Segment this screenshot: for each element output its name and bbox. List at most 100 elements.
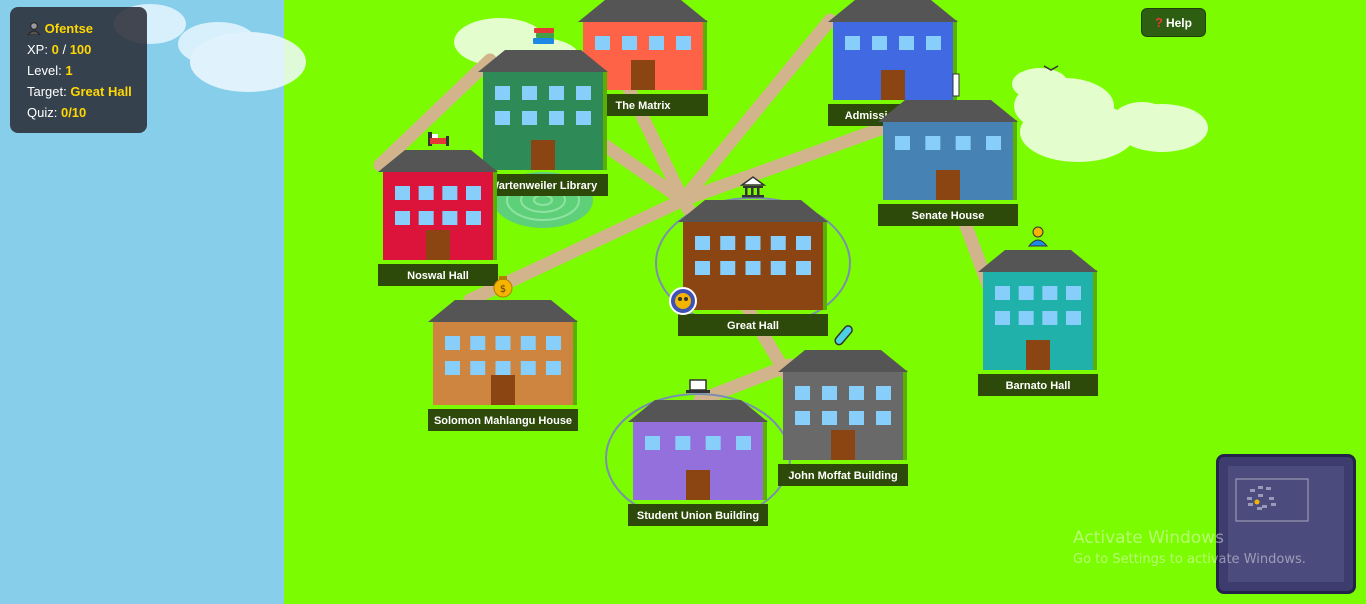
building-window xyxy=(925,136,941,150)
building-window xyxy=(495,361,511,375)
building-senate-house[interactable]: Senate House xyxy=(878,100,1018,226)
building-solomon-mahlangu-house[interactable]: Solomon Mahlangu House xyxy=(428,300,578,431)
document-icon xyxy=(952,73,960,97)
building-window xyxy=(876,411,891,425)
building-window xyxy=(1066,311,1081,325)
building-roof xyxy=(828,0,958,22)
building-label-bg xyxy=(778,464,908,486)
question-mark-icon: ? xyxy=(1155,15,1163,30)
level-row: Level: 1 xyxy=(27,60,147,81)
minimap-player-dot xyxy=(1254,499,1260,505)
building-window xyxy=(822,386,837,400)
player-avatar-icon[interactable] xyxy=(669,287,697,315)
building-door xyxy=(426,230,450,260)
building-label: Noswal Hall xyxy=(407,270,469,282)
building-window xyxy=(796,236,811,250)
player-name: Ofentse xyxy=(44,21,94,36)
building-label-bg xyxy=(478,174,608,196)
building-roof xyxy=(478,50,608,72)
building-window xyxy=(1042,311,1058,325)
building-label: John Moffat Building xyxy=(788,470,897,482)
level-label: Level: xyxy=(27,63,62,78)
xp-label: XP: xyxy=(27,42,48,57)
building-window xyxy=(495,86,510,100)
building-window xyxy=(770,261,786,275)
xp-current: 0 xyxy=(51,42,59,57)
building-window xyxy=(522,86,537,100)
building-wartenweiler-library[interactable]: Wartenweiler Library xyxy=(478,50,608,196)
building-roof xyxy=(878,100,1018,122)
building-window xyxy=(520,336,536,350)
building-window xyxy=(466,186,481,200)
xp-separator: / xyxy=(62,42,67,57)
money-bag-icon: $ xyxy=(493,276,513,298)
quiz-value: 0/10 xyxy=(60,105,87,120)
building-john-moffat-building[interactable]: John Moffat Building xyxy=(778,350,908,486)
building-window xyxy=(470,361,486,375)
building-roof xyxy=(778,350,908,372)
xp-max: 100 xyxy=(69,42,92,57)
svg-text:$: $ xyxy=(500,284,506,295)
laptop-icon xyxy=(686,379,710,393)
building-window xyxy=(849,411,864,425)
building-window xyxy=(955,136,971,150)
building-window xyxy=(720,261,736,275)
building-window xyxy=(546,361,561,375)
player-profile-icon xyxy=(26,21,45,36)
building-window xyxy=(675,436,691,450)
building-window xyxy=(745,261,761,275)
building-label-bg xyxy=(578,94,708,116)
building-window xyxy=(926,36,941,50)
building-window xyxy=(520,361,536,375)
building-window xyxy=(649,36,664,50)
building-window xyxy=(876,386,891,400)
building-window xyxy=(745,236,761,250)
building-window xyxy=(466,211,481,225)
level-value: 1 xyxy=(65,63,73,78)
target-value: Great Hall xyxy=(70,84,132,99)
building-noswal-hall[interactable]: Noswal Hall xyxy=(378,150,498,286)
building-window xyxy=(822,411,837,425)
bed-icon xyxy=(428,132,449,146)
help-label: Help xyxy=(1165,15,1192,30)
building-label: Student Union Building xyxy=(637,510,759,522)
building-window xyxy=(522,111,537,125)
building-window xyxy=(1066,286,1081,300)
building-label: Solomon Mahlangu House xyxy=(434,415,572,427)
building-window xyxy=(1042,286,1058,300)
building-roof xyxy=(378,150,498,172)
building-label: Great Hall xyxy=(727,320,779,332)
building-door xyxy=(631,60,655,90)
xp-row: XP: 0 / 100 xyxy=(27,39,147,60)
person-icon xyxy=(1027,226,1049,247)
building-student-union-building[interactable]: Student Union Building xyxy=(628,400,768,526)
building-label-bg xyxy=(428,409,578,431)
building-window xyxy=(495,111,510,125)
minimap[interactable] xyxy=(1216,454,1356,594)
building-window xyxy=(1018,311,1034,325)
building-label-bg xyxy=(628,504,768,526)
building-barnato-hall[interactable]: Barnato Hall xyxy=(978,250,1098,396)
building-window xyxy=(1018,286,1034,300)
bird-icon xyxy=(1043,65,1059,71)
building-window xyxy=(576,86,591,100)
watermark-line-1: Activate Windows xyxy=(1073,528,1224,548)
building-door xyxy=(531,140,555,170)
building-window xyxy=(849,386,864,400)
building-door xyxy=(936,170,960,200)
building-door xyxy=(741,280,765,310)
player-stats-panel: Ofentse XP: 0 / 100 Level: 1 Target: Gre… xyxy=(10,7,147,133)
building-window xyxy=(395,211,410,225)
building-label: The Matrix xyxy=(615,100,671,112)
building-door xyxy=(831,430,855,460)
building-window xyxy=(549,111,564,125)
building-label-bg xyxy=(678,314,828,336)
building-window xyxy=(720,236,736,250)
building-roof xyxy=(578,0,708,22)
building-great-hall[interactable]: Great Hall xyxy=(678,200,828,336)
help-button[interactable]: ? Help xyxy=(1141,8,1206,37)
building-window xyxy=(872,36,887,50)
building-window xyxy=(705,436,721,450)
